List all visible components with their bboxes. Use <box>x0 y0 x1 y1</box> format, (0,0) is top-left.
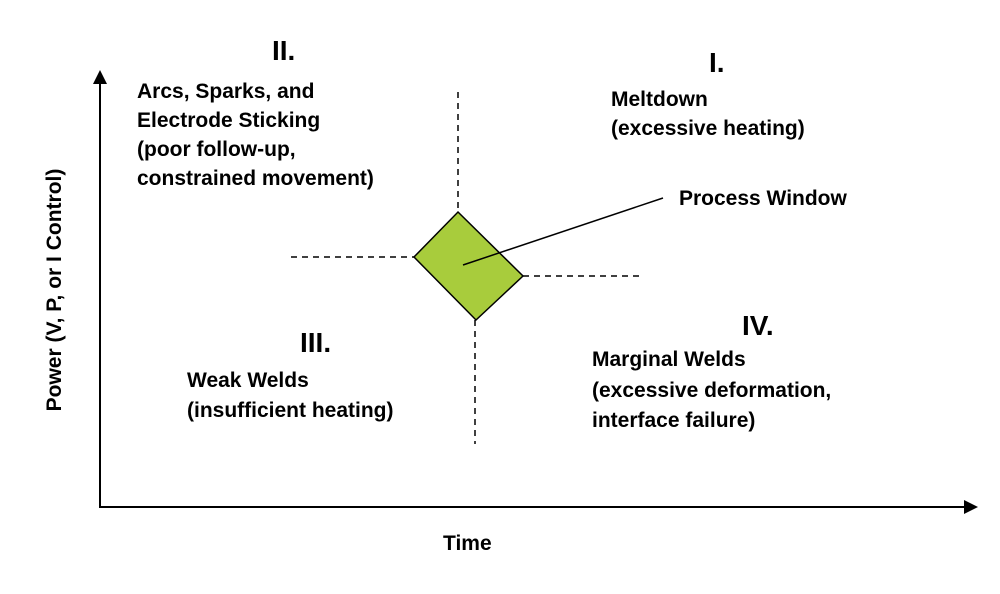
region-iv-line-2: interface failure) <box>592 409 756 432</box>
process-window-shape <box>412 210 525 322</box>
x-axis-arrowhead <box>964 500 978 514</box>
region-iv-line-1: (excessive deformation, <box>592 379 832 402</box>
region-ii-title: Arcs, Sparks, and <box>137 80 315 103</box>
process-window-pointer <box>462 197 664 266</box>
region-i-title: Meltdown <box>611 88 708 111</box>
region-ii-line-1: Electrode Sticking <box>137 109 321 132</box>
y-axis-arrowhead <box>93 70 107 84</box>
region-ii-line-2: (poor follow-up, <box>137 138 296 161</box>
y-axis-label: Power (V, P, or I Control) <box>43 168 66 412</box>
process-window-label: Process Window <box>679 187 847 210</box>
region-ii-numeral: II. <box>272 35 296 66</box>
x-axis-label: Time <box>443 532 492 555</box>
region-iv-numeral: IV. <box>742 310 774 341</box>
region-iii-line-1: (insufficient heating) <box>187 399 394 422</box>
region-i-line-1: (excessive heating) <box>611 117 805 140</box>
region-iii-title: Weak Welds <box>187 369 309 392</box>
region-iii-numeral: III. <box>300 327 332 358</box>
region-ii-line-3: constrained movement) <box>137 167 374 190</box>
region-iv-title: Marginal Welds <box>592 348 746 371</box>
region-i-numeral: I. <box>709 47 725 78</box>
